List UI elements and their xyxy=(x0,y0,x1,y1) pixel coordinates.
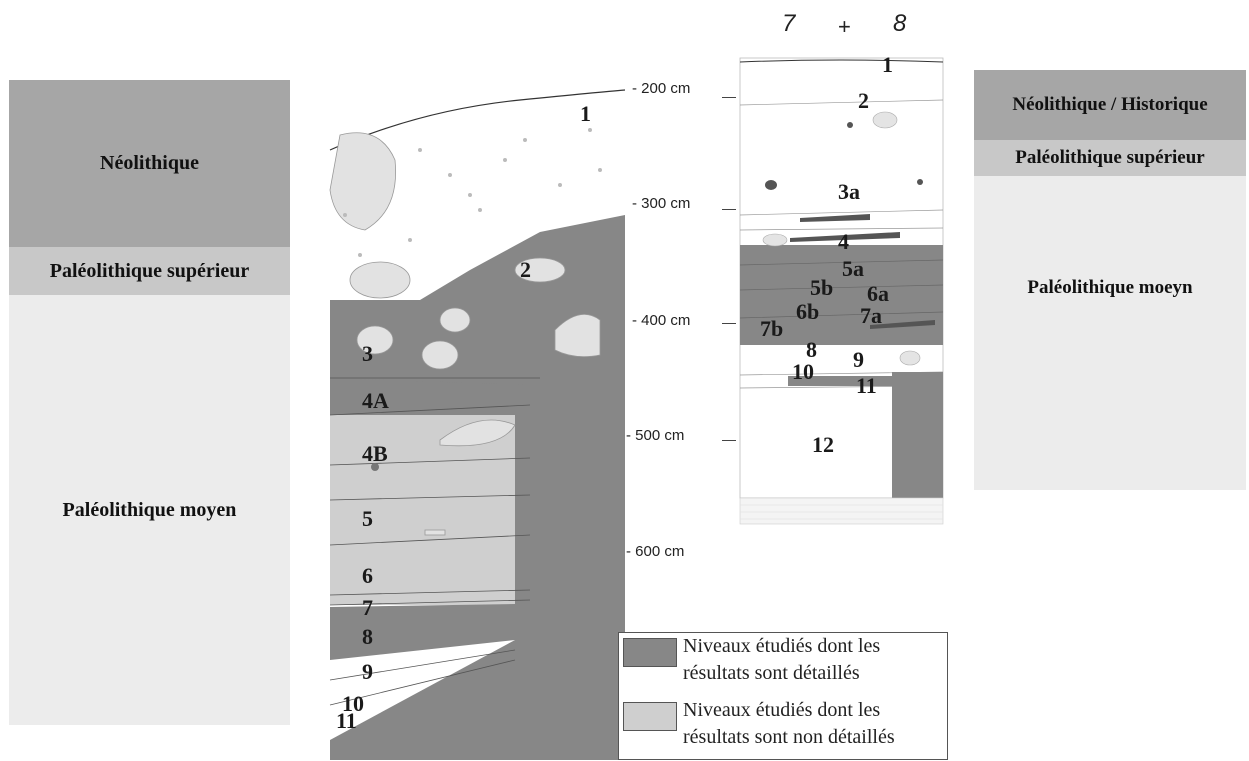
left-layer-4a-dark xyxy=(330,378,530,415)
depth-label-400: - 400 cm xyxy=(632,312,691,329)
right-period-column: Néolithique / Historique Paléolithique s… xyxy=(974,70,1246,490)
right-period-paleolithique-moeyn-label: Paléolithique moeyn xyxy=(1027,277,1193,298)
left-pebble xyxy=(371,463,379,471)
depth-label-300: - 300 cm xyxy=(632,195,691,212)
right-layer-label-12: 12 xyxy=(812,432,834,457)
right-period-paleolithique-superieur: Paléolithique supérieur xyxy=(974,140,1246,176)
left-period-column: Néolithique Paléolithique supérieur Palé… xyxy=(9,80,290,725)
right-layer-label-1: 1 xyxy=(882,52,893,77)
left-period-paleolithique-superieur-label: Paléolithique supérieur xyxy=(49,259,250,282)
right-layer-label-2: 2 xyxy=(858,88,869,113)
legend-label-detailed: Niveaux étudiés dont les résultats sont … xyxy=(683,635,881,684)
right-layer-label-9: 9 xyxy=(853,347,864,372)
right-layer-label-5b: 5b xyxy=(810,275,834,300)
left-layer-label-4a: 4A xyxy=(362,388,389,413)
square-label-7: 7 xyxy=(782,10,796,37)
depth-label-200: - 200 cm xyxy=(632,80,691,97)
square-label-8: 8 xyxy=(893,10,907,37)
right-period-neolithique-historique-label: Néolithique / Historique xyxy=(1012,94,1208,115)
square-label-plus: + xyxy=(838,14,851,39)
left-layer-label-7: 7 xyxy=(362,595,373,620)
left-layer-label-3: 3 xyxy=(362,341,373,366)
left-period-paleolithique-moyen: Paléolithique moyen xyxy=(9,295,290,725)
right-layer-label-5a: 5a xyxy=(842,256,864,281)
left-layer-label-8: 8 xyxy=(362,624,373,649)
right-layer-label-7b: 7b xyxy=(760,316,784,341)
left-layer-label-6: 6 xyxy=(362,563,373,588)
right-layers-5-7-dark xyxy=(740,245,943,345)
left-layer-label-9: 9 xyxy=(362,659,373,684)
right-period-paleolithique-superieur-label: Paléolithique supérieur xyxy=(1015,147,1205,168)
legend-label-non-detailed: Niveaux étudiés dont les résultats sont … xyxy=(683,699,895,748)
depth-tick-200 xyxy=(722,97,736,98)
left-layer-8-dark xyxy=(330,604,515,660)
right-layer-label-10: 10 xyxy=(792,359,814,384)
right-layer-label-6b: 6b xyxy=(796,299,820,324)
depth-tick-300 xyxy=(722,209,736,210)
right-period-neolithique-historique: Néolithique / Historique xyxy=(974,70,1246,140)
depth-tick-500 xyxy=(722,440,736,441)
left-period-neolithique: Néolithique xyxy=(9,80,290,247)
legend-item-non-detailed: Niveaux étudiés dont les résultats sont … xyxy=(619,697,947,751)
right-surface-line xyxy=(739,59,944,63)
depth-tick-400 xyxy=(722,323,736,324)
right-period-paleolithique-moeyn: Paléolithique moeyn xyxy=(974,176,1246,490)
left-period-paleolithique-superieur: Paléolithique supérieur xyxy=(9,247,290,295)
left-layer-label-11: 11 xyxy=(336,708,357,733)
right-base-hatch xyxy=(739,497,944,525)
depth-label-500: - 500 cm xyxy=(626,427,685,444)
right-layer-label-3a: 3a xyxy=(838,179,860,204)
left-layers-4b-7-light xyxy=(330,415,530,605)
left-layer-label-1: 1 xyxy=(580,101,591,126)
right-layer-label-7a: 7a xyxy=(860,303,882,328)
left-surface-line xyxy=(329,89,626,151)
right-layer-label-8: 8 xyxy=(806,337,817,362)
right-layer-11-dark xyxy=(788,376,893,386)
depth-label-600: - 600 cm xyxy=(626,543,685,560)
left-dark-block xyxy=(330,355,625,760)
right-layer-label-4: 4 xyxy=(838,229,849,254)
left-period-paleolithique-moyen-label: Paléolithique moyen xyxy=(62,498,237,521)
left-period-neolithique-label: Néolithique xyxy=(100,152,199,174)
left-layer-label-4b: 4B xyxy=(362,441,388,466)
left-layer-label-5: 5 xyxy=(362,506,373,531)
legend-swatch-light xyxy=(623,702,677,731)
left-layer-label-10: 10 xyxy=(342,691,364,716)
legend-swatch-dark xyxy=(623,638,677,667)
right-layer-label-6a: 6a xyxy=(867,281,889,306)
left-layer-label-2: 2 xyxy=(520,257,531,282)
right-layer-label-11: 11 xyxy=(856,373,877,398)
legend: Niveaux étudiés dont les résultats sont … xyxy=(618,632,948,760)
legend-item-detailed: Niveaux étudiés dont les résultats sont … xyxy=(619,633,947,687)
right-dark-block xyxy=(892,372,943,498)
